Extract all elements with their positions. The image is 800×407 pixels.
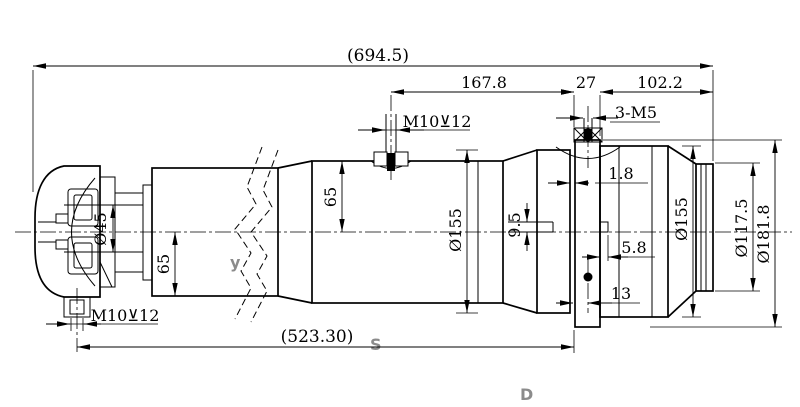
flange — [574, 139, 601, 328]
shaft-section — [151, 167, 279, 297]
dim-flange-thread-label: 3-M5 — [615, 103, 657, 122]
dim-key-protrusion-label: 5.8 — [621, 238, 646, 257]
taper-bottom-3 — [667, 290, 697, 318]
dim-right-length-label: 102.2 — [637, 73, 683, 92]
dim-right-dia-label: Ø155 — [672, 197, 691, 241]
taper-top-3 — [667, 145, 697, 165]
right-body — [599, 145, 669, 318]
dim-bottom-thread-label: M10⊻12 — [91, 306, 160, 325]
dim-flange-width-label: 27 — [576, 73, 596, 92]
taper-top-1 — [277, 160, 313, 169]
dim-length-row: 167.8 27 102.2 — [390, 73, 713, 180]
taper-top-2 — [502, 149, 538, 162]
dim-mid-dia-label: Ø155 — [446, 208, 465, 252]
dim-flange-thread: 3-M5 — [556, 103, 660, 123]
dim-key-protrusion: 5.8 — [582, 235, 655, 261]
dim-flange-dia-label: Ø181.8 — [754, 205, 773, 264]
pilot-end — [695, 163, 714, 292]
dim-right-dia: Ø155 — [672, 145, 701, 318]
dim-flange-dia: Ø181.8 — [603, 139, 782, 328]
dim-keyway-label: 9.5 — [505, 212, 524, 237]
taper-bottom-1 — [277, 295, 313, 304]
dim-bottom-thread: M10⊻12 — [46, 288, 159, 352]
dim-groove: 1.8 — [548, 164, 648, 186]
dim-ref-length-label: (523.30) — [281, 327, 354, 347]
dim-pilot-dia: Ø117.5 — [715, 162, 760, 292]
dim-pilot-dia-label: Ø117.5 — [732, 199, 751, 258]
dim-bore-dia-label: Ø45 — [91, 212, 110, 245]
nose-mechanism — [38, 188, 113, 288]
top-thread-hole — [370, 114, 412, 171]
dim-top-thread: M10⊻12 — [358, 112, 472, 133]
key-pin — [599, 221, 609, 233]
keyway-slot — [508, 221, 554, 233]
watermark-letter-1: y — [230, 253, 241, 272]
step-section — [142, 184, 153, 281]
dim-overall-length: (694.5) — [32, 46, 714, 192]
dim-half-height-left-label: 65 — [154, 254, 173, 274]
dim-half-height-top-label: 65 — [321, 187, 340, 207]
dim-top-thread-label: M10⊻12 — [403, 112, 472, 131]
dim-half-height-top: 65 — [321, 161, 345, 232]
dim-mid-length-label: 167.8 — [461, 73, 507, 92]
dim-overall-label: (694.5) — [347, 46, 409, 66]
break-line-right — [250, 149, 279, 323]
break-line-left — [234, 146, 263, 320]
taper-bottom-2 — [502, 302, 538, 314]
watermark-letter-2: S — [370, 335, 382, 354]
part-outline — [15, 106, 792, 328]
dim-hole-offset: 13 — [556, 284, 640, 306]
dim-keyway: 9.5 — [505, 203, 530, 251]
dimensions: (694.5) 167.8 27 102.2 3-M5 M10⊻12 — [32, 46, 782, 353]
dim-groove-label: 1.8 — [608, 164, 633, 183]
dim-hole-offset-label: 13 — [611, 284, 631, 303]
dim-bore-dia: Ø45 — [91, 205, 116, 252]
dim-ref-length: (523.30) — [77, 327, 575, 353]
dim-half-height-left: 65 — [154, 232, 178, 296]
dim-mid-dia: Ø155 — [446, 149, 478, 314]
nose-cap — [34, 165, 101, 298]
watermark-letter-3: D — [520, 385, 533, 404]
